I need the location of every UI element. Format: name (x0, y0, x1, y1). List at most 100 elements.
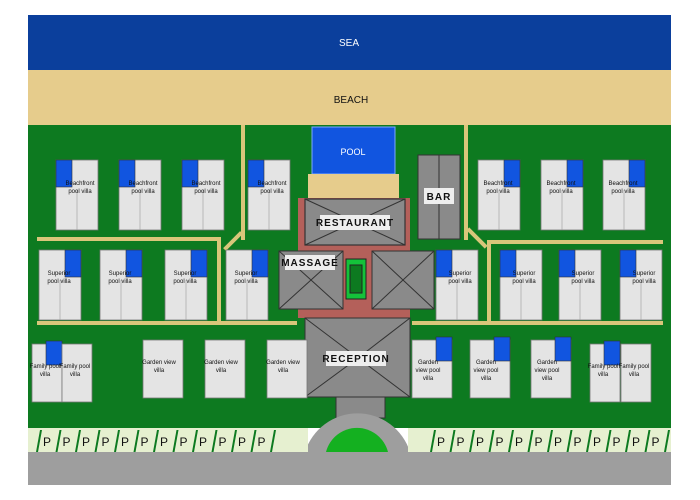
spa-building (371, 250, 435, 310)
private-pool (247, 159, 265, 188)
parking-space: P (488, 430, 504, 452)
villa-garden-view: Garden view villa (142, 339, 184, 399)
reception-label-bg (326, 351, 386, 366)
parking-symbol: P (612, 435, 620, 449)
private-pool (554, 336, 572, 362)
villa-label: pool villa (486, 189, 510, 195)
reception-label: RECEPTION (322, 354, 389, 365)
parking-symbol: P (554, 435, 562, 449)
villa-label: Beachfront (257, 181, 286, 187)
villa-label: Superior (235, 271, 258, 277)
villa-superior: Superior pool villa (558, 249, 602, 321)
villa-beachfront: Beachfront pool villa (477, 159, 521, 231)
villa-label: villa (40, 372, 51, 378)
villa-label: pool villa (632, 279, 656, 285)
parking-space: P (527, 430, 543, 452)
private-pool (503, 159, 521, 188)
parking-space: P (449, 430, 465, 452)
parking-symbol: P (179, 435, 187, 449)
villa-label: Family pool (619, 364, 650, 370)
villa-label: Beachfront (65, 181, 94, 187)
villa-label: villa (598, 372, 609, 378)
parking-symbol: P (43, 435, 51, 449)
parking-symbol: P (62, 435, 70, 449)
villa-label: villa (629, 372, 640, 378)
villa-label: pool villa (131, 189, 155, 195)
private-pool (566, 159, 584, 188)
parking-symbol: P (456, 435, 464, 449)
villa-label: Beachfront (483, 181, 512, 187)
parking-space: P (547, 430, 562, 452)
parking-space: P (172, 430, 188, 452)
paths (37, 125, 663, 325)
parking-symbol: P (515, 435, 523, 449)
villa-label: pool villa (611, 189, 635, 195)
villa-superior: Superior pool villa (38, 249, 82, 321)
villa-label: Superior (109, 271, 132, 277)
parking-symbol: P (238, 435, 246, 449)
private-pool (558, 249, 576, 278)
beach-area (28, 70, 671, 125)
villa-label: Superior (174, 271, 197, 277)
villa-label: Family pool (30, 364, 61, 370)
villa-label: villa (542, 376, 553, 382)
private-pool (190, 249, 208, 278)
parking-symbol: P (651, 435, 659, 449)
private-pool (45, 340, 63, 366)
parking-space: P (114, 430, 129, 452)
parking-symbol: P (476, 435, 484, 449)
villa-label: view pool (534, 368, 559, 374)
villa-label: Garden view (266, 360, 300, 366)
villa-label: Superior (513, 271, 536, 277)
sea-area (28, 15, 671, 70)
parking-symbol: P (257, 435, 265, 449)
villa-label: pool villa (47, 279, 71, 285)
villa-label: pool villa (194, 189, 218, 195)
massage-label-bg (285, 255, 335, 270)
villa-label: Garden (418, 360, 438, 366)
parking-symbol: P (101, 435, 109, 449)
parking-space: P (625, 430, 640, 452)
parking-space: P (566, 430, 582, 452)
parking-space: P (644, 430, 660, 452)
villa-family: Family pool villa (619, 343, 652, 403)
villa-label: Garden view (142, 360, 176, 366)
private-pool (251, 249, 269, 278)
villa-garden-view: Garden view villa (266, 339, 308, 399)
villa-label: villa (278, 368, 289, 374)
villa-label: villa (154, 368, 165, 374)
villa-label: pool villa (571, 279, 595, 285)
parking-symbol: P (121, 435, 129, 449)
villa-label: villa (70, 372, 81, 378)
villa-label: Superior (572, 271, 595, 277)
parking-space: P (231, 430, 246, 452)
villa-label: Superior (633, 271, 656, 277)
parking-space: P (75, 430, 90, 452)
villa-label: Beachfront (191, 181, 220, 187)
private-pool (181, 159, 199, 188)
private-pool (628, 159, 646, 188)
parking-space: P (508, 430, 523, 452)
private-pool (64, 249, 82, 278)
villa-family: Family pool villa (30, 340, 63, 403)
villa-label: Superior (48, 271, 71, 277)
parking-symbol: P (534, 435, 542, 449)
parking-symbol: P (495, 435, 503, 449)
parking-symbol: P (437, 435, 445, 449)
villa-label: villa (216, 368, 227, 374)
parking-symbol: P (160, 435, 168, 449)
parking-space: P (430, 430, 445, 452)
parking-space: P (55, 430, 71, 452)
parking-space: P (36, 430, 51, 452)
pool-label: POOL (340, 147, 365, 157)
villa-label: view pool (473, 368, 498, 374)
